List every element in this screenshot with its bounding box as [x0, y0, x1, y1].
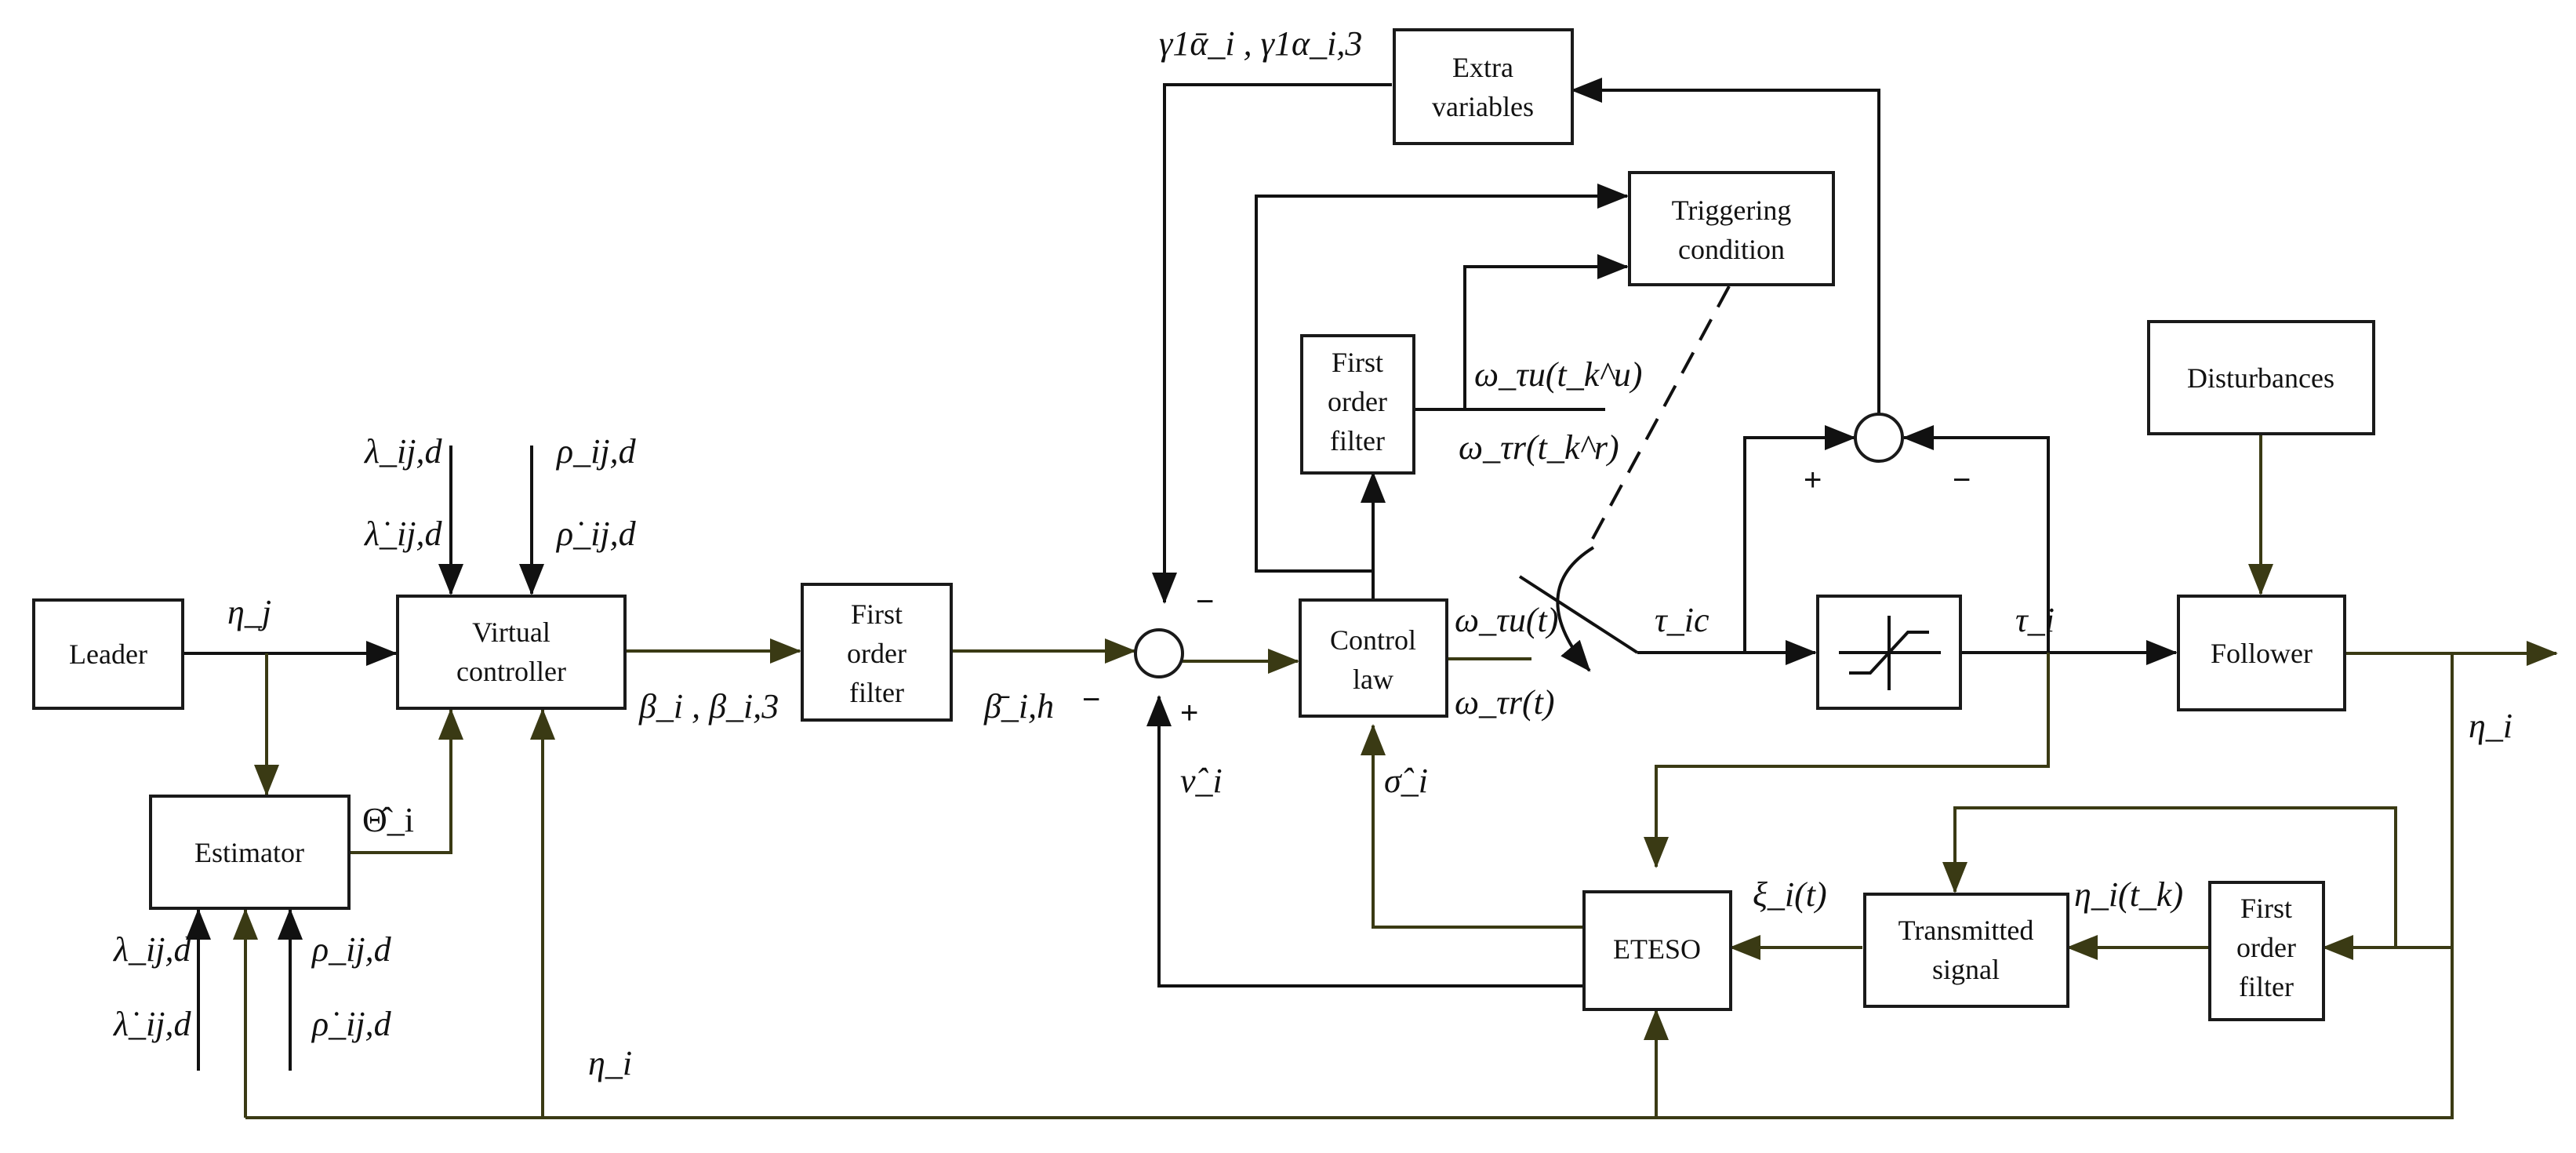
label-xi-i: ξ_i(t) — [1753, 875, 1827, 914]
label-lambda-dot-top: λ̇_ij,d — [363, 515, 443, 553]
label-rho-bottom: ρ_ij,d — [311, 930, 392, 969]
comparator-junction — [1854, 413, 1904, 463]
wire-loop-to-transmitted — [1942, 806, 2397, 947]
filter3-label-1: First — [2240, 893, 2292, 924]
wire-extra-to-sum — [1152, 83, 1392, 604]
sum-minus-left: − — [1082, 682, 1100, 717]
wire-controllaw-loop-to-trigger — [1255, 184, 1629, 573]
label-lambda-bottom: λ_ij,d — [112, 930, 192, 969]
triggering-condition-block: Triggering condition — [1628, 171, 1835, 286]
label-beta: β_i , β_i,3 — [638, 687, 779, 726]
filter1-label-2: order — [847, 638, 907, 669]
eteso-label: ETESO — [1613, 933, 1701, 965]
filter1-label-3: filter — [849, 677, 904, 708]
control-law-label-1: Control — [1330, 624, 1416, 656]
saturation-icon — [1839, 616, 1941, 690]
wire-taui-to-comparator — [1902, 425, 2050, 653]
comparator-plus: + — [1804, 463, 1822, 497]
control-law-block: Control law — [1299, 598, 1448, 718]
sum-minus-top: − — [1196, 584, 1214, 619]
leader-label: Leader — [69, 638, 147, 670]
label-rho-dot-top: ρ̇_ij,d — [555, 515, 637, 553]
label-nu-hat: ν̂_i — [1180, 762, 1223, 800]
label-eta-j: η_j — [227, 593, 271, 631]
saturation-block — [1816, 595, 1962, 710]
first-order-filter-2-block: First order filter — [1300, 334, 1415, 475]
wire-taui-to-eteso — [1644, 653, 2050, 868]
event-trigger-switch — [1518, 575, 1639, 654]
label-tau-ic: τ_ic — [1655, 601, 1709, 639]
label-gamma-alpha: γ1ᾱ_i , γ1α_i,3 — [1159, 24, 1362, 63]
label-lambda-top: λ_ij,d — [363, 432, 443, 471]
filter2-label-2: order — [1328, 386, 1387, 417]
trigger-curve-arrow — [1556, 546, 1595, 672]
label-omega-tr-tk: ω_τr(t_k^r) — [1459, 428, 1619, 467]
extra-label-2: variables — [1432, 91, 1534, 122]
virtual-controller-label-2: controller — [456, 656, 566, 687]
filter2-label-3: filter — [1330, 425, 1385, 456]
filter1-label-1: First — [851, 598, 903, 630]
filter3-label-3: filter — [2239, 971, 2294, 1002]
transmitted-label-2: signal — [1932, 954, 2000, 985]
transmitted-label-1: Transmitted — [1898, 915, 2034, 946]
eteso-block: ETESO — [1582, 890, 1732, 1011]
wire-tauic-to-comparator — [1743, 425, 1856, 653]
wire-filter2-to-trigger — [1463, 254, 1629, 409]
label-rho-dot-bottom: ρ̇_ij,d — [311, 1005, 392, 1043]
trigger-label-2: condition — [1678, 234, 1785, 265]
virtual-controller-block: Virtual controller — [396, 595, 627, 710]
follower-block: Follower — [2177, 595, 2346, 711]
follower-label: Follower — [2211, 638, 2313, 669]
first-order-filter-3-block: First order filter — [2208, 881, 2325, 1021]
estimator-block: Estimator — [149, 795, 351, 910]
first-order-filter-1-block: First order filter — [801, 583, 953, 722]
control-law-label-2: law — [1353, 664, 1393, 695]
label-rho-top: ρ_ij,d — [555, 432, 637, 471]
label-beta-bar: β̄_i,h — [983, 687, 1054, 726]
label-tau-i: τ_i — [2015, 601, 2055, 639]
leader-block: Leader — [32, 598, 184, 710]
sum-plus-bottom: + — [1180, 696, 1198, 730]
wire-estimator-to-vc — [349, 708, 463, 854]
wire-output-feedback — [245, 653, 2454, 1119]
extra-variables-block: Extra variables — [1393, 28, 1574, 145]
label-omega-tu-tk: ω_τu(t_k^u) — [1474, 355, 1642, 394]
comparator-minus: − — [1953, 463, 1971, 497]
trigger-label-1: Triggering — [1672, 195, 1792, 226]
virtual-controller-label-1: Virtual — [472, 617, 550, 648]
label-omega-tu-t: ω_τu(t) — [1455, 601, 1558, 639]
label-eta-i-bottom: η_i — [588, 1044, 632, 1082]
wire-comparator-to-extra — [1571, 78, 1880, 413]
estimator-label: Estimator — [194, 837, 304, 868]
extra-label-1: Extra — [1452, 52, 1513, 83]
filter2-label-1: First — [1332, 347, 1383, 378]
disturbances-label: Disturbances — [2187, 362, 2334, 394]
label-eta-i-tk: η_i(t_k) — [2074, 875, 2183, 914]
summing-junction — [1134, 628, 1184, 678]
label-theta-hat: Θ̂_i — [362, 801, 414, 839]
wire-eteso-to-controllaw — [1361, 724, 1584, 929]
label-omega-tr-t: ω_τr(t) — [1455, 683, 1554, 722]
wire-trigger-dashed — [1586, 286, 1731, 548]
label-eta-i-right: η_i — [2469, 707, 2512, 745]
wire-eteso-to-sum — [1146, 695, 1584, 988]
transmitted-signal-block: Transmitted signal — [1863, 893, 2069, 1008]
filter3-label-2: order — [2236, 932, 2296, 963]
label-sigma-hat: σ̂_i — [1384, 762, 1428, 800]
label-lambda-dot-bottom: λ̇_ij,d — [112, 1005, 192, 1043]
disturbances-block: Disturbances — [2147, 320, 2375, 435]
